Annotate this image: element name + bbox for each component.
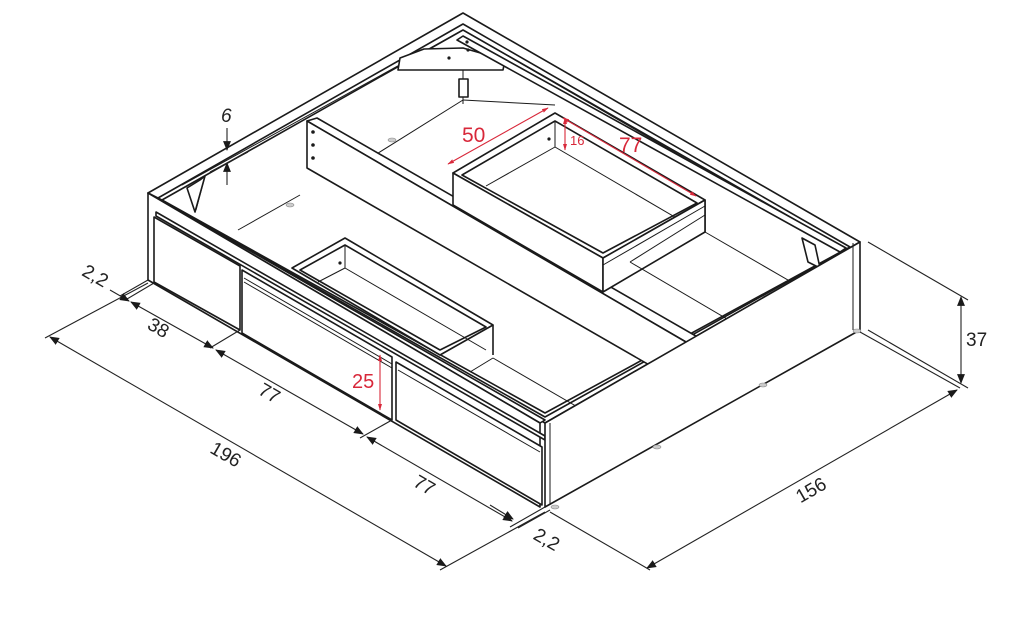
dim-inner-box-length: 77 xyxy=(562,117,697,197)
dim-label-6: 6 xyxy=(221,106,232,127)
dim-label-right-gap: 2,2 xyxy=(530,524,563,555)
dim-label-left-gap: 2,2 xyxy=(78,261,111,292)
dim-label-156: 156 xyxy=(793,474,831,508)
corner-bracket-left xyxy=(186,175,206,213)
head-support-bracket xyxy=(397,47,506,104)
dim-label-50: 50 xyxy=(462,124,485,147)
dim-label-37: 37 xyxy=(966,330,987,351)
bed-frame xyxy=(147,12,862,510)
dim-top-rail-thickness: 6 xyxy=(209,106,249,185)
dim-label-77-inner: 77 xyxy=(619,134,642,157)
dim-label-38: 38 xyxy=(144,314,173,343)
dim-inner-box-depth: 50 xyxy=(447,107,549,165)
dim-label-77-drawer-1: 77 xyxy=(255,379,284,408)
dim-drawer-height: 25 xyxy=(352,354,382,411)
dim-label-16: 16 xyxy=(570,133,584,148)
lower-inner-box xyxy=(291,237,601,421)
dim-label-25: 25 xyxy=(352,371,374,393)
dim-height: 37 xyxy=(867,241,987,389)
dim-label-196: 196 xyxy=(206,438,244,472)
